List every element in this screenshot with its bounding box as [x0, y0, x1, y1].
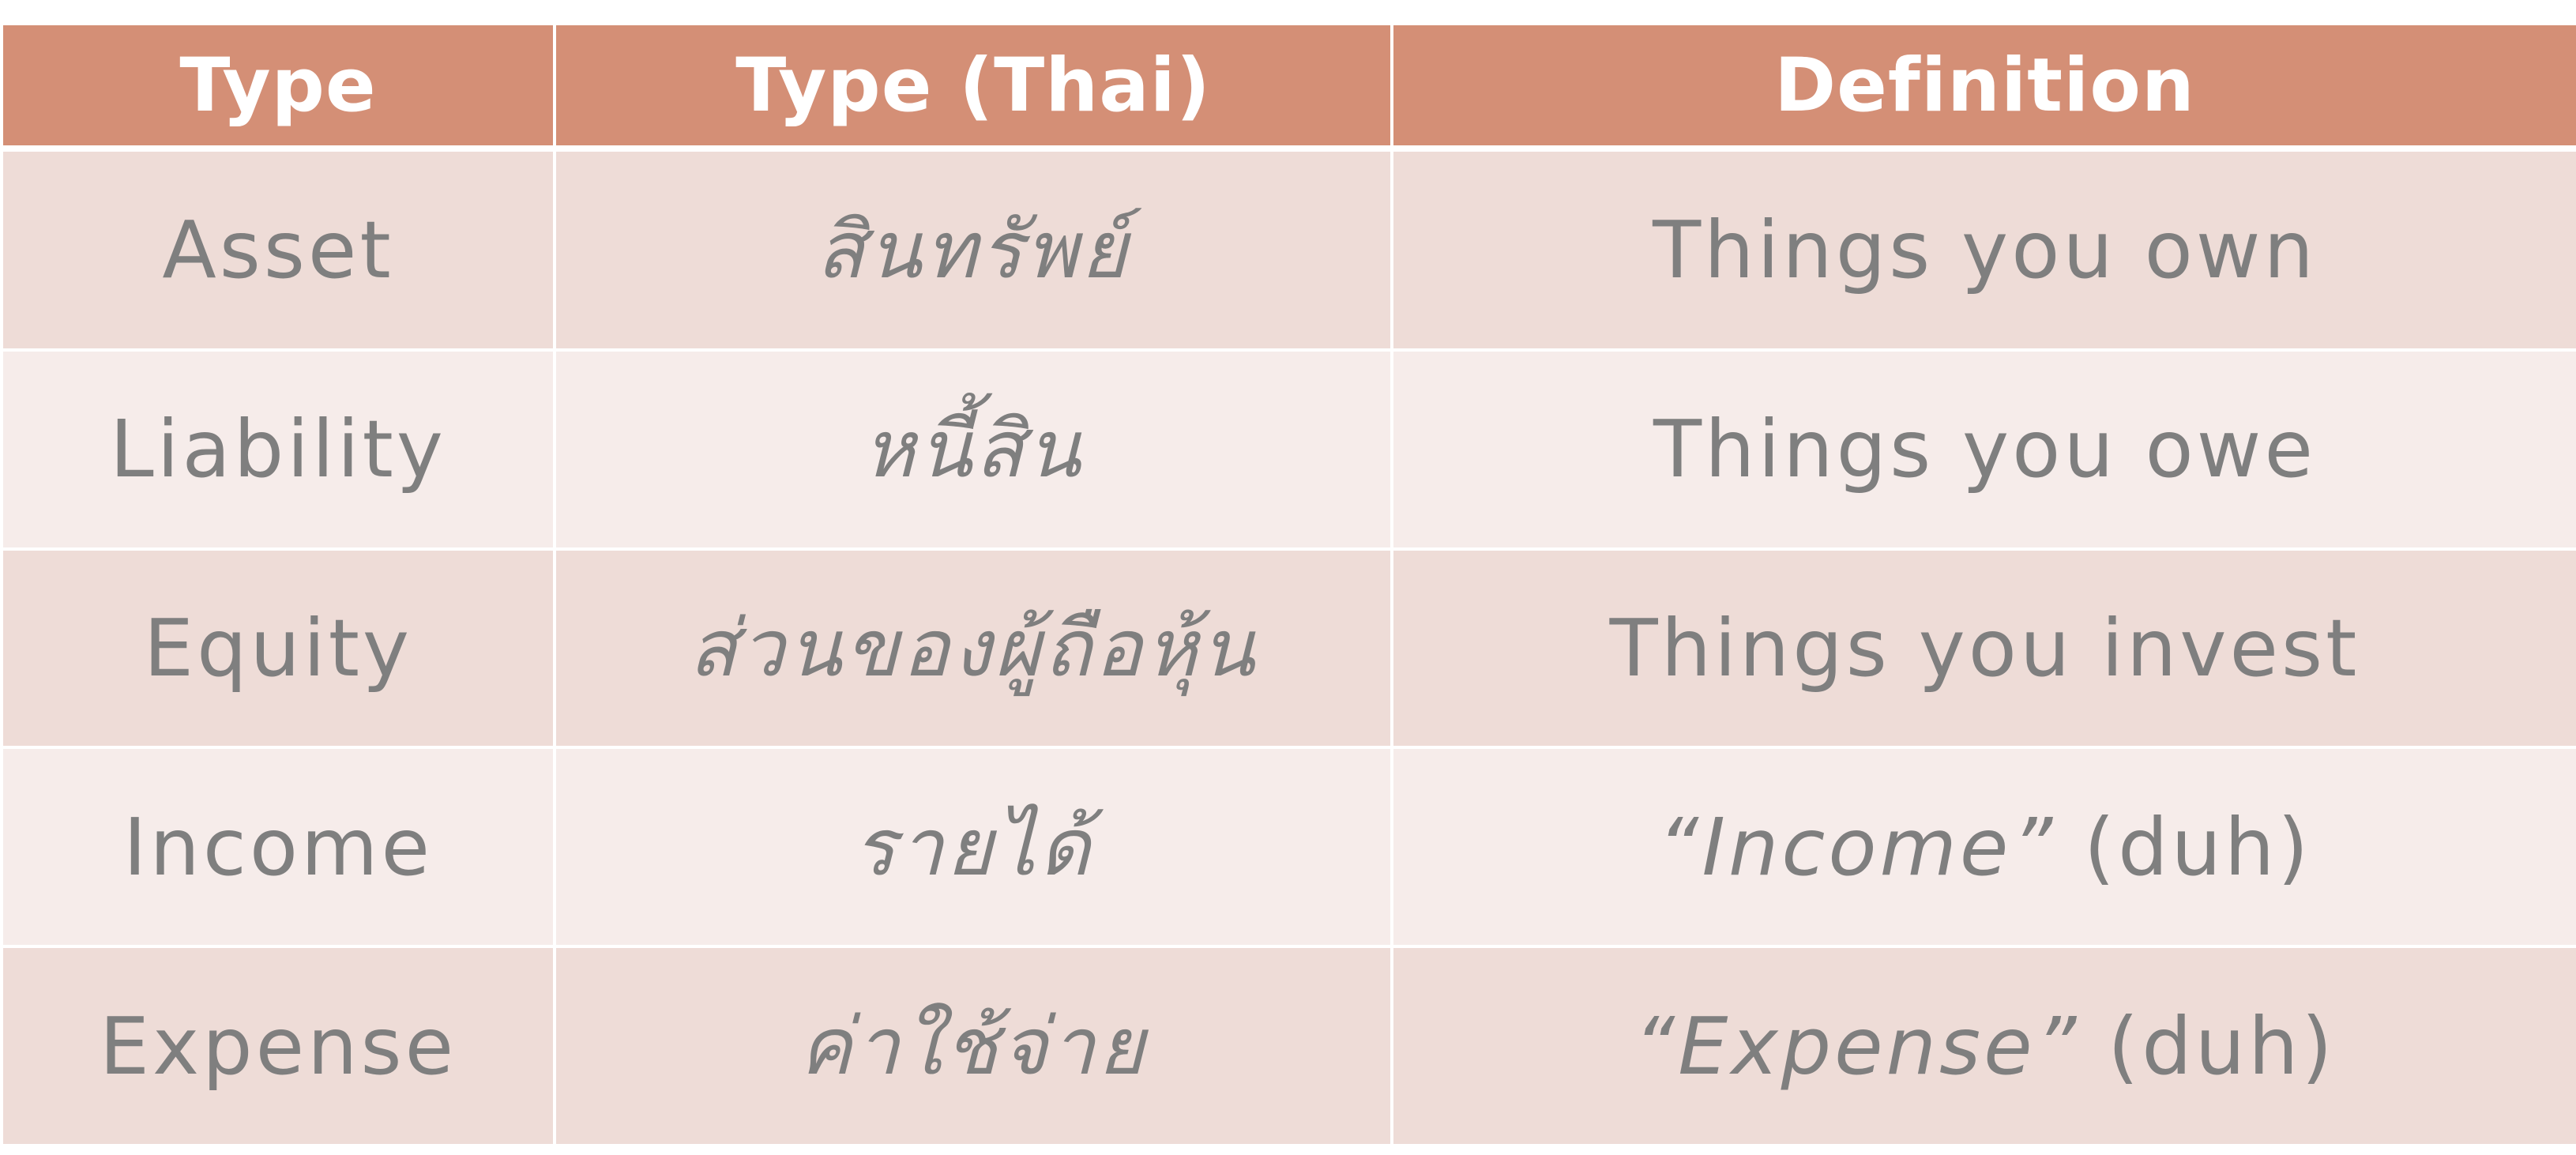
- account-types-table: Type Type (Thai) Definition Asset สินทรั…: [0, 22, 2576, 1147]
- cell-definition: Things you invest: [1390, 547, 2576, 750]
- cell-definition: “Expense” (duh): [1390, 945, 2576, 1147]
- cell-type-thai: สินทรัพย์: [553, 147, 1393, 352]
- cell-definition: Things you own: [1390, 147, 2576, 352]
- cell-type-thai: ค่าใช้จ่าย: [553, 945, 1393, 1147]
- cell-type-thai: หนี้สิน: [553, 348, 1393, 551]
- account-types-table-container: Type Type (Thai) Definition Asset สินทรั…: [0, 22, 2576, 1147]
- cell-type-thai: ส่วนของผู้ถือหุ้น: [553, 547, 1393, 750]
- cell-type: Expense: [0, 945, 556, 1147]
- cell-definition: “Income” (duh): [1390, 746, 2576, 949]
- cell-type: Equity: [0, 547, 556, 750]
- definition-quoted-term: “Expense”: [1634, 999, 2080, 1093]
- header-type: Type: [0, 22, 556, 152]
- table-header-row: Type Type (Thai) Definition: [0, 22, 2576, 152]
- table-row-liability: Liability หนี้สิน Things you owe: [0, 348, 2576, 551]
- header-type-thai: Type (Thai): [553, 22, 1393, 152]
- table-row-expense: Expense ค่าใช้จ่าย “Expense” (duh): [0, 945, 2576, 1147]
- table-row-income: Income รายได้ “Income” (duh): [0, 746, 2576, 949]
- cell-type: Asset: [0, 147, 556, 352]
- table-row-equity: Equity ส่วนของผู้ถือหุ้น Things you inve…: [0, 547, 2576, 750]
- definition-suffix: (duh): [2079, 999, 2336, 1093]
- definition-quoted-term: “Income”: [1657, 800, 2056, 894]
- header-definition: Definition: [1390, 22, 2576, 152]
- cell-type: Liability: [0, 348, 556, 551]
- cell-type: Income: [0, 746, 556, 949]
- table-row-asset: Asset สินทรัพย์ Things you own: [0, 147, 2576, 352]
- cell-type-thai: รายได้: [553, 746, 1393, 949]
- cell-definition: Things you owe: [1390, 348, 2576, 551]
- definition-suffix: (duh): [2055, 800, 2312, 894]
